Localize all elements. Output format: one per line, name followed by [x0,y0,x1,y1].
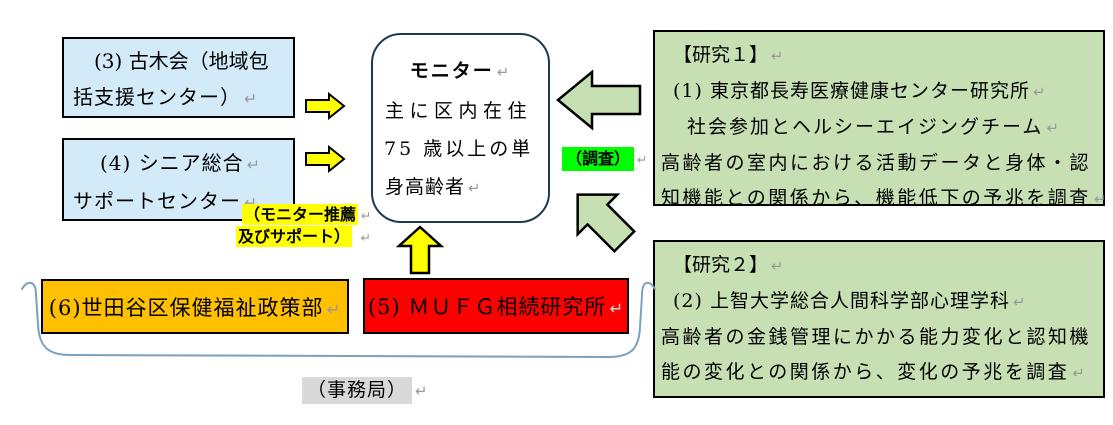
label-secretariat: （事務局）↵ [302,377,427,405]
box-kobokukai-line1: (3) 古木会（地域包 [94,49,269,73]
return-mark-icon: ↵ [771,258,784,275]
arrow-right-icon [304,145,346,173]
label-survey: （調査）↵ [562,147,647,172]
arrow-left-icon [556,69,642,131]
return-mark-icon: ↵ [637,152,648,167]
monitor-line1: 主に区内在住 [385,100,533,122]
label-survey-text: （調査） [562,147,635,171]
arrow-right-icon [304,92,346,120]
arrow-up-left-icon [556,180,646,262]
label-monitor-recommend-line1: （モニター推薦 [242,204,359,225]
box-senior-support-line1: (4) シニア総合↵ [100,151,261,175]
research2-organization: (2) 上智大学総合人間科学部心理学科↵ [673,290,1027,312]
return-mark-icon: ↵ [1093,191,1109,208]
box-senior-support: (4) シニア総合↵ サポートセンター↵ [62,138,295,221]
box-kobokukai: (3) 古木会（地域包 括支援センター）↵ [62,37,295,118]
research2-heading: 【研究２】↵ [673,254,784,276]
research1-description-line1: 高齢者の室内における活動データと身体・認 [661,152,1092,174]
return-mark-icon: ↵ [1072,365,1088,382]
return-mark-icon: ↵ [1012,294,1027,311]
box-setagaya: (6)世田谷区保健福祉政策部↵ [41,279,349,334]
research1-heading: 【研究１】↵ [673,44,784,66]
return-mark-icon: ↵ [326,299,342,319]
return-mark-icon: ↵ [361,208,372,223]
return-mark-icon: ↵ [1046,120,1061,137]
research1-organization: (1) 東京都長寿医療健康センター研究所↵ [673,80,1047,102]
research2-description-line2: 能の変化との関係から、変化の予兆を調査↵ [661,361,1088,383]
return-mark-icon: ↵ [609,299,625,318]
return-mark-icon: ↵ [468,180,482,197]
bracket-decoration [16,276,660,364]
label-monitor-recommend: （モニター推薦↵ 及びサポート） ↵ [236,204,371,248]
return-mark-icon: ↵ [1032,84,1047,101]
label-monitor-recommend-line2: 及びサポート） [236,226,353,247]
return-mark-icon: ↵ [244,90,259,108]
return-mark-icon: ↵ [360,230,372,245]
box-research2: 【研究２】↵ (2) 上智大学総合人間科学部心理学科↵ 高齢者の金銭管理にかかる… [653,240,1105,398]
research2-description-line1: 高齢者の金銭管理にかかる能力変化と認知機 [661,326,1092,348]
box-monitor: モニター↵ 主に区内在住 75 歳以上の単 身高齢者↵ [371,33,550,223]
return-mark-icon: ↵ [496,64,512,81]
box-mufg-text: (5) ＭＵＦＧ相続研究所↵ [367,295,625,319]
monitor-title: モニター↵ [409,60,512,82]
box-mufg: (5) ＭＵＦＧ相続研究所↵ [363,278,629,334]
box-kobokukai-line2: 括支援センター）↵ [73,85,259,109]
research1-description-line2: 知機能との関係から、機能低下の予兆を調査↵ [661,187,1109,209]
return-mark-icon: ↵ [415,383,428,400]
return-mark-icon: ↵ [771,48,784,65]
box-research1: 【研究１】↵ (1) 東京都長寿医療健康センター研究所↵ 社会参加とヘルシーエイ… [653,30,1106,209]
monitor-line2: 75 歳以上の単 [384,138,534,160]
arrow-up-icon [396,225,444,275]
label-secretariat-text: （事務局） [302,377,413,404]
box-setagaya-text: (6)世田谷区保健福祉政策部↵ [48,295,342,320]
monitor-line3: 身高齢者↵ [385,176,482,198]
research1-team: 社会参加とヘルシーエイジングチーム↵ [687,116,1061,138]
return-mark-icon: ↵ [246,156,261,174]
